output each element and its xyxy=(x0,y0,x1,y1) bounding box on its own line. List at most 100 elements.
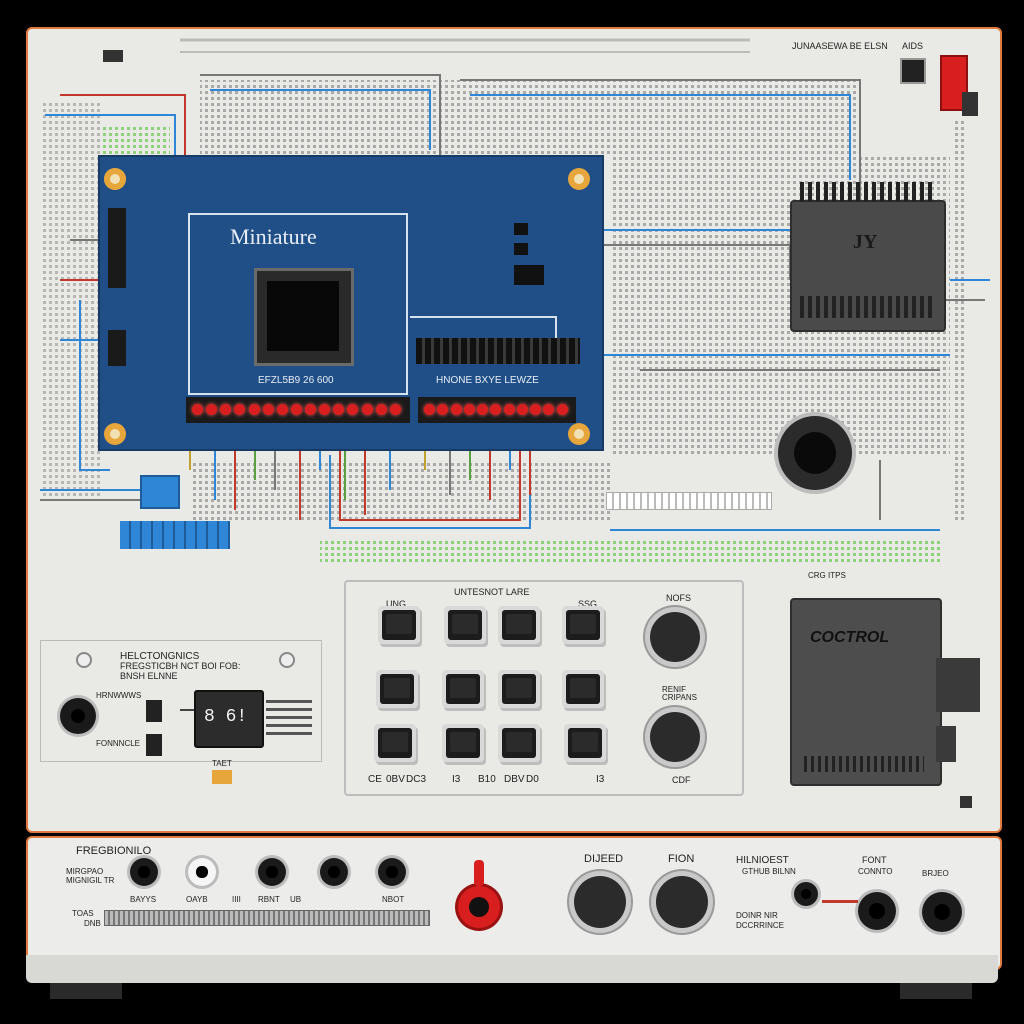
breadboard-top-strip xyxy=(200,80,860,155)
led-bar-left xyxy=(186,397,410,423)
led-red xyxy=(319,404,331,415)
white-header xyxy=(606,492,772,510)
pcb-part-right: HNONE BXYE LEWZE xyxy=(436,375,539,386)
left-audio-jack[interactable] xyxy=(60,698,96,734)
foot-left xyxy=(50,983,122,999)
front-jack[interactable] xyxy=(378,858,406,886)
front-jack-label: RBNT xyxy=(258,895,280,904)
mount-hole xyxy=(104,423,126,445)
front-left-title: FREGBIONILO xyxy=(76,845,152,857)
keypad-button[interactable] xyxy=(498,606,540,644)
front-slot-label2: DNB xyxy=(84,919,101,928)
keypad-button[interactable] xyxy=(376,670,418,708)
small-switch[interactable] xyxy=(146,734,162,756)
pcb-title: Miniature xyxy=(230,224,317,249)
toggle-switch-small[interactable] xyxy=(962,92,978,116)
keypad-button[interactable] xyxy=(442,670,484,708)
controller-label: COCTROL xyxy=(810,629,890,646)
keypad-button[interactable] xyxy=(562,606,604,644)
led-red xyxy=(375,404,387,415)
front-knob-2[interactable] xyxy=(656,876,708,928)
keypad-knob-top[interactable] xyxy=(650,612,700,662)
transistor xyxy=(514,243,528,255)
keypad-button[interactable] xyxy=(374,724,416,762)
keypad-bottom-label: I3 xyxy=(452,774,461,785)
front-jack[interactable] xyxy=(258,858,286,886)
keypad-col-right: SSG xyxy=(578,599,598,609)
front-right-sub3: DCCRRINCE xyxy=(736,921,784,930)
keypad-knob-bottom-label: CDF xyxy=(672,775,691,785)
foot-right xyxy=(900,983,972,999)
front-jack[interactable] xyxy=(320,858,348,886)
front-last-jack[interactable] xyxy=(922,892,962,932)
mount-hole xyxy=(568,423,590,445)
front-knob2-label: FION xyxy=(668,853,695,865)
front-jack-label: BAYYS xyxy=(130,895,157,904)
toggle-switch-dark[interactable] xyxy=(900,58,926,84)
left-jack-label2: FONNNCLE xyxy=(96,739,141,748)
front-font-sub: CONNTO xyxy=(858,867,893,876)
keypad-knob-mid-label2: CRIPANS xyxy=(662,693,697,702)
led-red xyxy=(192,404,203,415)
ic-chip-label: JY xyxy=(853,231,878,253)
left-panel-sub2: BNSH ELNNE xyxy=(120,671,178,681)
pin-header-right xyxy=(416,338,580,364)
front-right-jack[interactable] xyxy=(794,882,818,906)
pcb-part-left: EFZL5B9 26 600 xyxy=(258,375,334,386)
led-red xyxy=(503,404,515,415)
keypad-knob-bottom[interactable] xyxy=(650,712,700,762)
led-red xyxy=(347,404,359,415)
led-red xyxy=(543,404,555,415)
front-jack[interactable] xyxy=(130,858,158,886)
pcb-inner-outline xyxy=(188,213,408,395)
keypad-col-left: UNG xyxy=(386,599,406,609)
keypad-knob-top-label: NOFS xyxy=(666,593,692,603)
keypad-button[interactable] xyxy=(378,606,420,644)
left-jack-label1: HRNWWWS xyxy=(96,691,142,700)
power-button[interactable] xyxy=(458,886,500,928)
breadboard-green-top xyxy=(100,125,170,155)
keypad-button[interactable] xyxy=(444,606,486,644)
led-red xyxy=(333,404,345,415)
front-jack-label: UB xyxy=(290,895,302,904)
pcb-inner-outline-2 xyxy=(410,316,557,348)
dip-switch[interactable] xyxy=(120,521,230,549)
pin-header-left xyxy=(108,208,126,288)
led-red xyxy=(206,404,218,415)
controller-top-label: CRG ITPS xyxy=(808,571,846,580)
led-bar-right xyxy=(418,397,576,423)
led-red xyxy=(490,404,502,415)
small-switch[interactable] xyxy=(146,700,162,722)
led-red xyxy=(248,404,260,415)
keypad-bottom-label: DBV xyxy=(504,774,525,785)
led-red xyxy=(389,404,401,415)
front-font-jack[interactable] xyxy=(858,892,896,930)
breadboard-left-strip xyxy=(40,100,100,500)
front-white-button[interactable] xyxy=(188,858,216,886)
keypad-panel xyxy=(344,580,744,796)
led-red xyxy=(361,404,373,415)
tiny-switch[interactable] xyxy=(212,770,232,784)
toggle-switch-red[interactable] xyxy=(940,55,968,111)
keypad-button[interactable] xyxy=(498,670,540,708)
mount-hole xyxy=(568,168,590,190)
seven-segment-value: 8 6! xyxy=(204,707,248,727)
led-red xyxy=(437,404,449,415)
keypad-button[interactable] xyxy=(498,724,540,762)
front-knob-1[interactable] xyxy=(574,876,626,928)
keypad-bottom-label: CE xyxy=(368,774,382,785)
top-right-small-label: AIDS xyxy=(902,41,924,51)
keypad-button[interactable] xyxy=(564,724,606,762)
front-font-label: FONT xyxy=(862,855,887,865)
top-right-label: JUNAASEWA BE ELSN xyxy=(792,41,888,51)
pin-header-left-2 xyxy=(108,330,126,366)
breadboard-green-rail xyxy=(320,540,940,564)
ic-chip-pins-bottom xyxy=(800,296,936,318)
front-jack-label: IIII xyxy=(232,895,241,904)
front-left-sub2: MIGNIGIL TR xyxy=(66,876,115,885)
front-slot xyxy=(104,910,430,926)
keypad-button[interactable] xyxy=(442,724,484,762)
keypad-button[interactable] xyxy=(562,670,604,708)
keypad-bottom-label: DC3 xyxy=(406,774,427,785)
controller-connector xyxy=(936,658,980,712)
